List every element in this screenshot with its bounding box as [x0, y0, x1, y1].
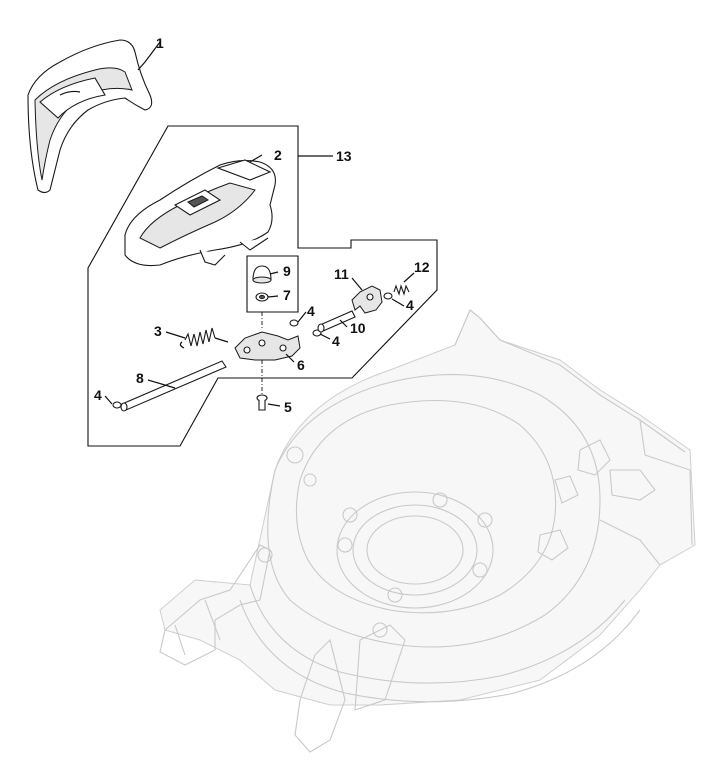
callout-4-mid: 4	[332, 333, 340, 349]
mower-deck	[159, 309, 696, 753]
subgroup-9-7-outline	[246, 255, 299, 313]
callout-8: 8	[136, 370, 144, 386]
callout-1: 1	[156, 35, 164, 51]
rod-part	[120, 360, 227, 412]
small-spring-part	[393, 284, 410, 296]
callout-6: 6	[297, 357, 305, 373]
callout-9: 9	[283, 263, 291, 279]
callout-7: 7	[283, 287, 291, 303]
callout-13: 13	[336, 148, 352, 164]
leader-lines	[104, 41, 415, 407]
callout-10: 10	[350, 320, 366, 336]
callout-4-right: 4	[406, 297, 414, 313]
callouts: 1 2 13 3 4 8 9 7 4 4 6 5 10 11 12 4	[94, 35, 430, 415]
clip-part-b	[289, 319, 299, 327]
callout-4-left: 4	[94, 387, 102, 403]
pin-part	[317, 310, 356, 333]
control-housing-part	[124, 159, 276, 267]
callout-4-mid-top: 4	[307, 303, 315, 319]
callout-12: 12	[414, 259, 430, 275]
bracket-part	[234, 331, 301, 361]
screw-part	[256, 394, 268, 411]
handle-cover-part	[27, 39, 153, 194]
washer-part	[255, 292, 269, 302]
callout-3: 3	[154, 323, 162, 339]
spring-part	[179, 327, 229, 349]
callout-11: 11	[334, 266, 349, 282]
group-13-outline	[87, 125, 438, 447]
clip-part-a	[112, 401, 122, 409]
callout-2: 2	[274, 147, 282, 163]
knob-cap-part	[252, 265, 272, 284]
lever-part	[351, 285, 383, 314]
clip-part-d	[383, 292, 393, 300]
callout-5: 5	[284, 399, 292, 415]
